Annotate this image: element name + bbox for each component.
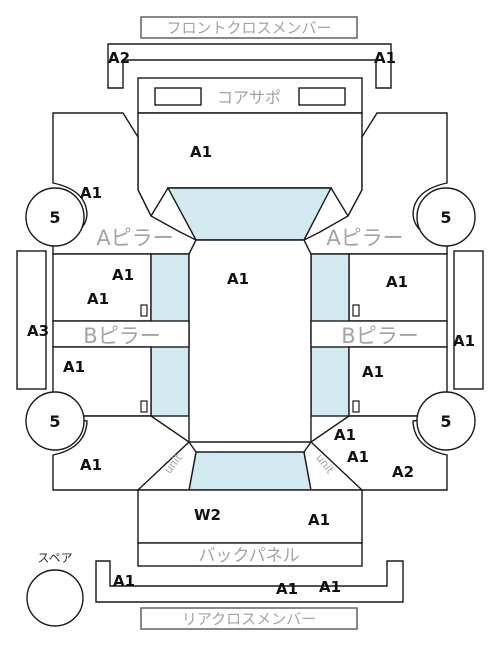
wheel-rear-left-value: 5 <box>49 412 60 431</box>
core-support-label: コアサポ <box>217 88 281 107</box>
code-rear-door-right: A1 <box>362 363 384 381</box>
code-rear-door-left: A1 <box>63 358 85 376</box>
door-handle-front-right <box>352 304 360 317</box>
code-rear-quarter-right-c: A2 <box>392 463 414 481</box>
rocker-right[interactable] <box>453 250 484 390</box>
code-hood: A1 <box>190 143 212 161</box>
code-rear-cross-right: A1 <box>319 578 341 596</box>
wheel-front-right[interactable] <box>416 187 476 247</box>
rear-cross-member-box[interactable] <box>140 607 358 630</box>
wheel-front-right-value: 5 <box>440 208 451 227</box>
code-front-door-right: A1 <box>386 273 408 291</box>
front-cross-member-box[interactable] <box>140 16 358 39</box>
a-pillar-right-label: Aピラー <box>326 226 403 250</box>
code-roof: A1 <box>227 270 249 288</box>
code-rear-cross-left: A1 <box>113 572 135 590</box>
front-bumper[interactable] <box>107 43 392 89</box>
windshield[interactable] <box>166 187 333 241</box>
front-cross-member-label: フロントクロスメンバー <box>166 19 331 37</box>
spare-tire[interactable] <box>26 569 84 627</box>
spare-label: スペア <box>37 551 72 565</box>
wheel-rear-right[interactable] <box>416 391 476 451</box>
door-handle-rear-left <box>140 400 148 413</box>
code-front-cross-right: A1 <box>374 49 396 67</box>
headlight-left[interactable] <box>154 87 202 106</box>
wheel-rear-left[interactable] <box>25 391 85 451</box>
wheel-rear-right-value: 5 <box>440 412 451 431</box>
code-rear-quarter-right-b: A1 <box>347 448 369 466</box>
back-panel-label: バックパネル <box>198 546 299 566</box>
code-front-cross-left: A2 <box>108 49 130 67</box>
code-rear-quarter-left: A1 <box>80 456 102 474</box>
rear-cross-member-label: リアクロスメンバー <box>182 610 316 628</box>
rear-window[interactable] <box>188 451 312 491</box>
back-panel[interactable] <box>137 542 363 567</box>
rear-bumper[interactable] <box>95 560 404 603</box>
rocker-left[interactable] <box>16 250 47 390</box>
wheel-front-left[interactable] <box>25 187 85 247</box>
front-door-left[interactable] <box>52 253 152 322</box>
door-handle-front-left <box>140 304 148 317</box>
roof[interactable] <box>188 239 312 443</box>
wheel-front-left-value: 5 <box>49 208 60 227</box>
trunk[interactable] <box>137 489 363 544</box>
code-front-door-left-b: A1 <box>87 290 109 308</box>
a-pillar-left-label: Aピラー <box>96 226 173 250</box>
b-pillar-left-label: Bピラー <box>83 324 160 348</box>
code-trunk: W2 <box>194 506 221 524</box>
door-handle-rear-right <box>352 400 360 413</box>
code-rear-cross-mid: A1 <box>276 580 298 598</box>
code-rear-quarter-right-a: A1 <box>334 426 356 444</box>
code-front-door-left-a: A1 <box>112 266 134 284</box>
headlight-right[interactable] <box>298 87 346 106</box>
code-rocker-left: A3 <box>27 322 49 340</box>
front-fender-right[interactable] <box>303 112 448 255</box>
code-front-fender-left: A1 <box>80 184 102 202</box>
b-pillar-left[interactable] <box>52 320 190 348</box>
b-pillar-right-label: Bピラー <box>341 324 418 348</box>
code-rocker-right: A1 <box>453 332 475 350</box>
code-trunk-right: A1 <box>308 511 330 529</box>
